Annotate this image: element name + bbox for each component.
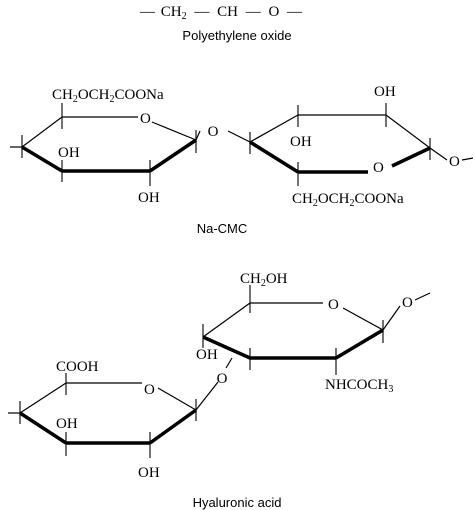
na-cmc-caption: Na-CMC — [197, 221, 248, 236]
ha-top-substituent: CH2OH — [240, 271, 288, 289]
peo-caption: Polyethylene oxide — [182, 28, 291, 43]
na-cmc-ring2-substituent: CH2OCH2COONa — [292, 191, 404, 209]
ha-bridge-o: O — [217, 371, 228, 387]
na-cmc-ring1-substituent: CH2OCH2COONa — [52, 87, 164, 105]
na-cmc-end-o: O — [449, 154, 460, 170]
polyethylene-oxide-structure: — CH2 — CH — O — Polyethylene oxide — [139, 4, 303, 43]
ha-bottom-ring — [8, 373, 198, 458]
ha-bottom-cooh: COOH — [56, 359, 99, 375]
ha-top-oh: OH — [196, 347, 218, 363]
ha-top-ring — [202, 285, 431, 375]
peo-formula: — CH2 — CH — O — — [139, 4, 303, 23]
ha-top-o: O — [328, 297, 339, 313]
hyaluronic-acid-structure: CH2OH O OH O NHCOCH3 O COOH — [8, 271, 431, 510]
na-cmc-ring2-oh-top: OH — [374, 84, 396, 100]
ha-bottom-oh-right: OH — [138, 465, 160, 481]
na-cmc-ring1-o: O — [140, 111, 151, 127]
na-cmc-bridge-o: O — [208, 124, 219, 140]
ha-top-nh: NHCOCH3 — [325, 377, 393, 395]
ha-bottom-oh-left: OH — [56, 416, 78, 432]
ha-top-chain-o: O — [402, 295, 413, 311]
na-cmc-ring1-oh-right: OH — [138, 190, 160, 206]
na-cmc-ring-2 — [249, 103, 474, 186]
ha-bottom-o: O — [144, 382, 155, 398]
na-cmc-ring-1 — [10, 103, 197, 186]
na-cmc-ring2-o: O — [373, 160, 384, 176]
na-cmc-structure: CH2OCH2COONa O OH OH O OH OH O — [10, 84, 474, 236]
na-cmc-ring2-oh-left: OH — [290, 134, 312, 150]
na-cmc-ring1-oh-left: OH — [58, 145, 80, 161]
ha-caption: Hyaluronic acid — [193, 495, 282, 510]
